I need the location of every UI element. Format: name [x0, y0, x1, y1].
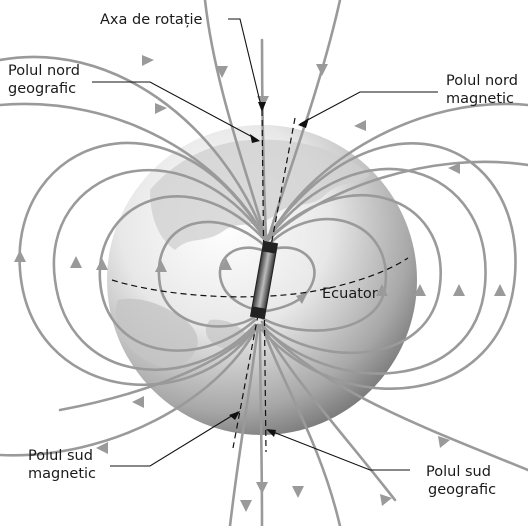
field-line [203, 0, 268, 242]
field-line [258, 323, 264, 526]
label-rotation-axis: Axa de rotație [100, 12, 203, 28]
magnetic-axis-line [232, 117, 296, 449]
label-mag-north-line2: magnetic [446, 91, 514, 107]
leader-geo-south [267, 429, 410, 471]
leader-rotation-axis [228, 18, 263, 111]
labels: Axa de rotație Polul nord geografic Polu… [8, 12, 518, 498]
arrowhead [414, 284, 426, 296]
label-geo-south-line1: Polul sud [426, 464, 491, 480]
arrowhead [376, 284, 388, 296]
field-line [228, 323, 260, 526]
leader-geo-north [92, 81, 259, 141]
field-line [52, 169, 267, 371]
arrowhead [155, 103, 167, 114]
equator-line [111, 257, 409, 298]
arrowhead [132, 396, 144, 408]
arrowhead [296, 292, 308, 304]
leader-lines [92, 18, 438, 471]
field-line [260, 142, 517, 390]
field-line [0, 55, 268, 242]
field-line [260, 38, 268, 242]
field-line [0, 102, 268, 242]
arrowhead [256, 482, 268, 494]
field-line [157, 220, 266, 328]
label-geo-south-line2: geografic [428, 482, 496, 498]
arrowhead [142, 55, 154, 66]
arrowhead [453, 284, 465, 296]
field-line [266, 160, 528, 242]
arrowhead [70, 256, 82, 268]
arrowhead [292, 486, 304, 498]
field-line [98, 195, 267, 352]
leader-mag-south [110, 411, 239, 467]
field-line [260, 323, 342, 526]
label-geo-north-line2: geografic [8, 81, 76, 97]
arrowhead [240, 500, 252, 512]
label-mag-north-line1: Polul nord [446, 73, 518, 89]
bar-magnet [249, 240, 279, 320]
arrowhead [14, 250, 26, 262]
arrowhead [96, 442, 108, 454]
label-equator: Ecuator [322, 286, 378, 302]
arrowhead [220, 258, 232, 270]
field-line [260, 167, 487, 375]
field-line [258, 246, 316, 314]
label-geo-north-line1: Polul nord [8, 63, 80, 79]
field-line [218, 246, 264, 312]
label-mag-south-line2: magnetic [28, 466, 96, 482]
field-line [260, 323, 528, 472]
field-line [260, 217, 388, 332]
field-line [266, 0, 342, 242]
arrowhead [448, 163, 460, 174]
arrowhead [316, 64, 328, 76]
arrowhead [380, 494, 392, 506]
field-line [266, 102, 528, 242]
leader-mag-north [299, 91, 438, 125]
arrowhead [438, 436, 450, 448]
arrowhead [494, 284, 506, 296]
arrowhead [155, 260, 167, 272]
field-line [18, 141, 266, 387]
field-line [260, 194, 442, 355]
field-line [0, 323, 260, 457]
field-line [58, 323, 260, 412]
arrowhead [354, 120, 366, 131]
arrowhead [216, 66, 228, 78]
label-mag-south-line1: Polul sud [28, 448, 93, 464]
arrowhead [96, 258, 108, 270]
field-line [260, 323, 397, 502]
field-arrows [14, 55, 506, 512]
